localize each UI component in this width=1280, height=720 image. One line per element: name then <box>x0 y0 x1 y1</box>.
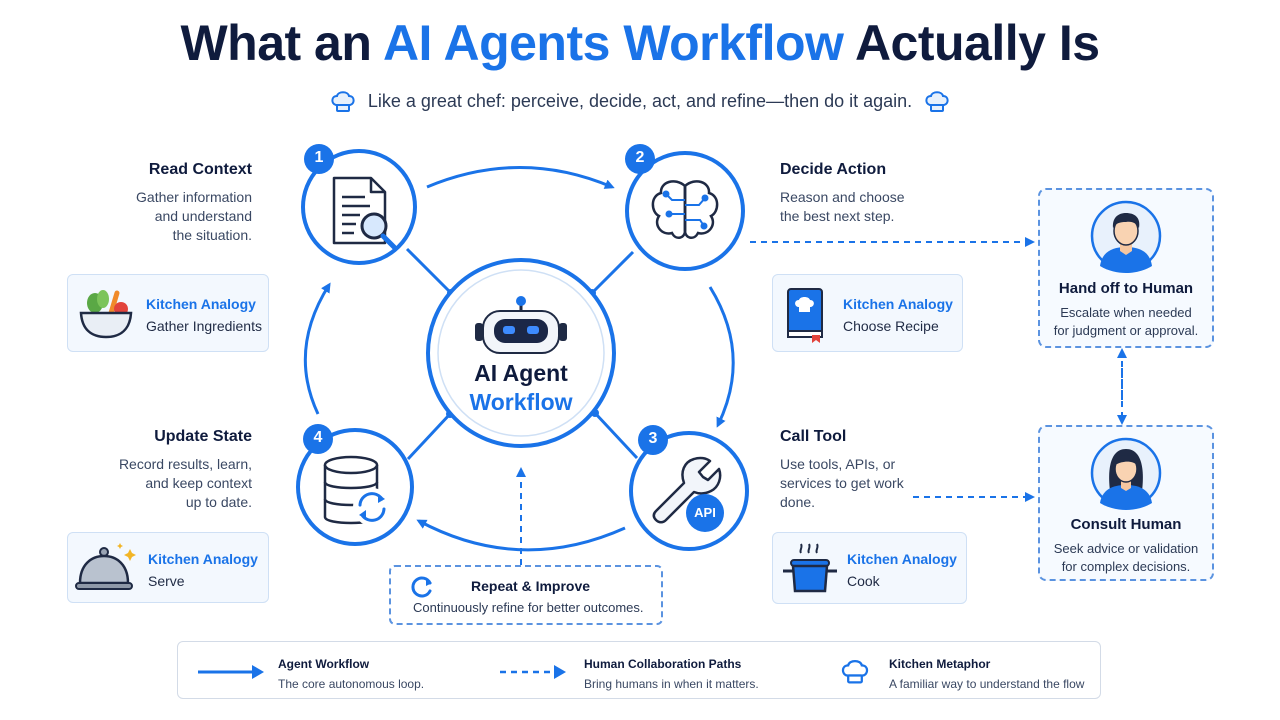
arrow-update-to-read <box>303 282 331 415</box>
analogy-card-serve: Kitchen Analogy Serve <box>67 532 269 603</box>
step-number-2: 2 <box>635 149 645 166</box>
analogy-text: Cook <box>847 573 880 589</box>
subtitle-text: Like a great chef: perceive, decide, act… <box>367 90 913 111</box>
vegetable-bowl-icon <box>79 290 133 339</box>
subtitle: Like a great chef: perceive, decide, act… <box>0 86 1280 116</box>
analogy-text: Gather Ingredients <box>146 318 262 334</box>
analogy-title: Kitchen Analogy <box>148 551 258 567</box>
analogy-text: Choose Recipe <box>843 318 939 334</box>
analogy-card-recipe: Kitchen Analogy Choose Recipe <box>772 274 963 352</box>
repeat-improve-box: Repeat & Improve Continuously refine for… <box>389 565 663 625</box>
api-badge <box>686 494 724 532</box>
hub-connectors <box>405 247 639 461</box>
chef-hat-icon <box>331 91 355 112</box>
solid-arrow-icon <box>198 665 264 679</box>
step-node-1 <box>301 144 417 265</box>
step-number-4: 4 <box>313 429 323 446</box>
wrench-icon <box>652 456 722 524</box>
step-title-read-context: Read Context <box>148 161 252 178</box>
cycle-arrows <box>303 166 735 552</box>
repeat-title: Repeat & Improve <box>471 578 591 594</box>
refresh-icon <box>411 576 432 598</box>
robot-icon <box>475 296 567 354</box>
legend-title: Kitchen Metaphor <box>889 657 991 671</box>
arrow-decide-to-tool <box>708 286 735 428</box>
legend-title: Agent Workflow <box>278 657 370 671</box>
step-number-1: 1 <box>314 149 324 166</box>
analogy-title: Kitchen Analogy <box>847 551 957 567</box>
repeat-desc: Continuously refine for better outcomes. <box>413 600 644 615</box>
step-title-decide-action: Decide Action <box>780 161 887 178</box>
step-title-call-tool: Call Tool <box>780 428 847 445</box>
human-title: Consult Human <box>1070 516 1182 533</box>
step-node-2 <box>625 144 745 271</box>
analogy-card-gather: Kitchen Analogy Gather Ingredients <box>67 274 269 352</box>
analogy-text: Serve <box>148 573 185 589</box>
man-avatar-icon <box>1090 200 1162 273</box>
arrow-read-to-decide <box>426 166 615 189</box>
step-number-3: 3 <box>648 430 658 447</box>
human-paths <box>516 237 1127 565</box>
legend-title: Human Collaboration Paths <box>584 657 742 671</box>
cooking-pot-icon <box>783 543 837 593</box>
legend-desc: A familiar way to understand the flow <box>889 677 1085 691</box>
chef-hat-icon <box>925 91 949 112</box>
recipe-book-icon <box>787 288 823 343</box>
step-node-4 <box>296 424 414 546</box>
page-title: What an AI Agents Workflow Actually Is <box>180 15 1100 71</box>
human-title: Hand off to Human <box>1058 280 1194 297</box>
serving-cloche-icon <box>75 543 136 590</box>
woman-avatar-icon <box>1090 437 1162 510</box>
chef-hat-icon <box>841 659 869 684</box>
brain-icon <box>651 180 719 239</box>
center-hub <box>426 258 616 448</box>
dashed-arrow-icon <box>500 665 566 679</box>
analogy-title: Kitchen Analogy <box>146 296 256 312</box>
legend-desc: Bring humans in when it matters. <box>584 677 759 691</box>
analogy-card-cook: Kitchen Analogy Cook <box>772 532 967 604</box>
api-badge-label: API <box>694 505 716 520</box>
legend: Agent Workflow The core autonomous loop.… <box>177 641 1101 699</box>
center-line1: AI Agent <box>474 360 568 386</box>
step-node-3 <box>629 425 749 551</box>
analogy-title: Kitchen Analogy <box>843 296 953 312</box>
title-accent: AI Agents Workflow <box>382 15 844 71</box>
center-line2: Workflow <box>469 389 573 415</box>
legend-desc: The core autonomous loop. <box>278 677 425 691</box>
arrow-tool-to-update <box>416 519 626 552</box>
center-label: AI Agent Workflow <box>431 360 611 416</box>
step-title-update-state: Update State <box>154 428 252 445</box>
